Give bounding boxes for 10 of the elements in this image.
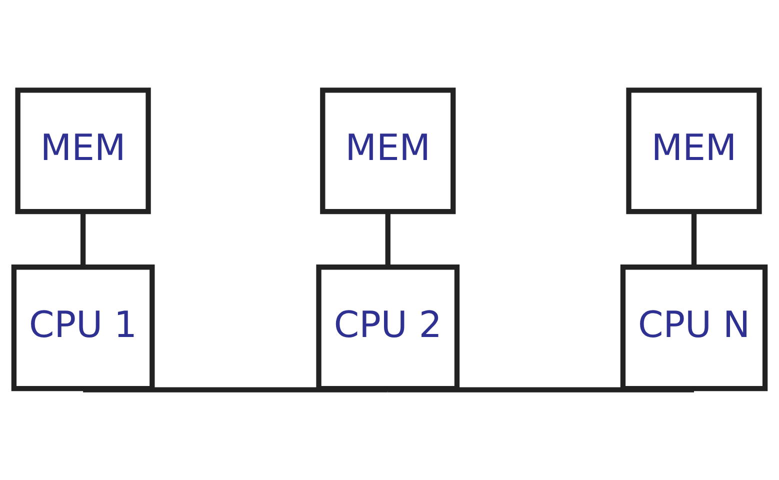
connector: [83, 387, 388, 392]
connector: [385, 212, 390, 267]
connector: [80, 212, 86, 267]
connector: [691, 212, 697, 267]
node-box: CPU N: [620, 264, 768, 392]
node-box: MEM: [15, 88, 151, 214]
connector: [388, 387, 694, 392]
node-box: CPU 1: [11, 264, 155, 392]
node-box: MEM: [626, 88, 762, 214]
node-box: MEM: [320, 88, 456, 214]
